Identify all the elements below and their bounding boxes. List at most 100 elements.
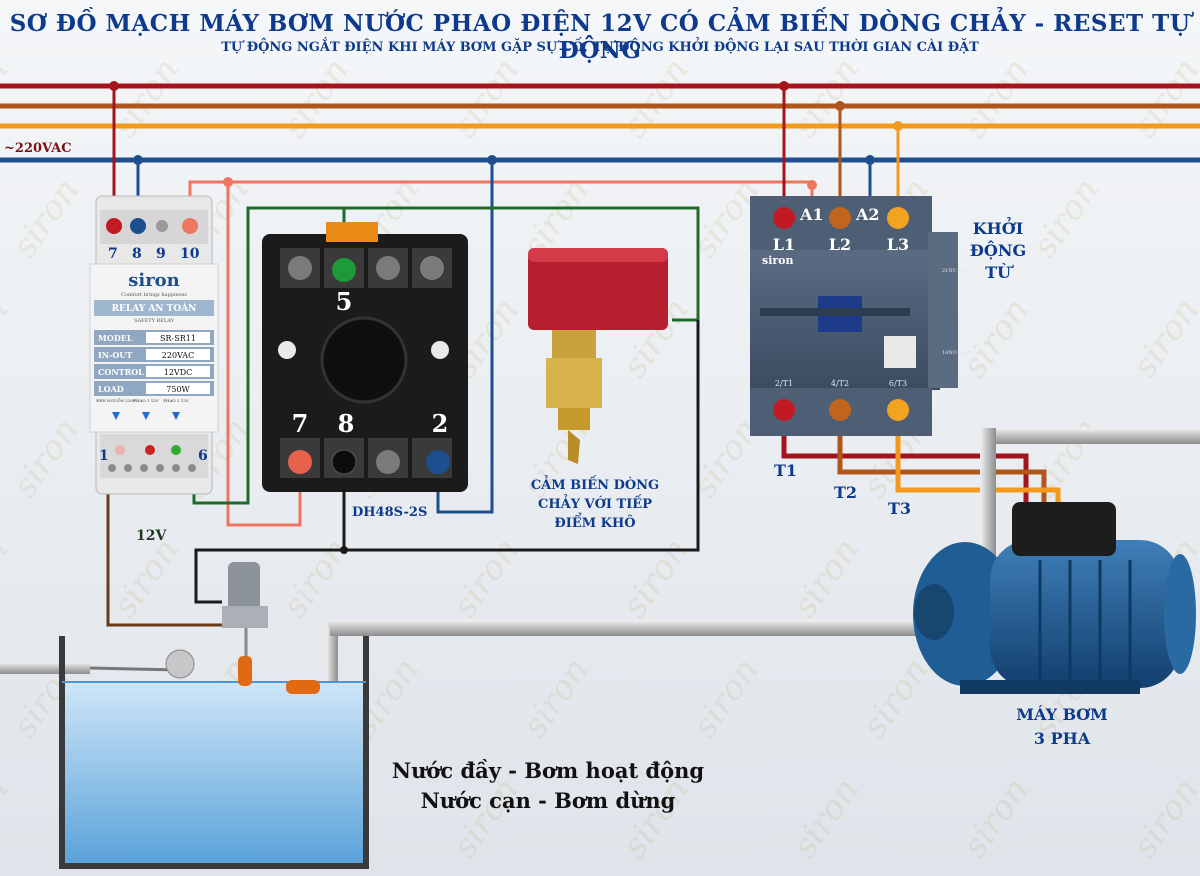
watermark-text: siron [785, 771, 868, 865]
watermark-text: siron [615, 771, 698, 865]
contactor-a2: A2 [855, 205, 880, 224]
watermark-text: siron [1125, 771, 1200, 865]
contactor-aux-top: 21NC 13NO [942, 268, 973, 274]
watermark-text: siron [1125, 51, 1200, 145]
relay-spec-value: 12VDC [164, 368, 193, 377]
watermark-text: siron [1025, 171, 1108, 265]
timer-pin-5: 5 [336, 287, 353, 316]
timer-socket [262, 222, 468, 492]
watermark-text: siron [955, 291, 1038, 385]
watermark-text: siron [5, 171, 88, 265]
arrow-down-icon [172, 412, 180, 420]
arrow-down-icon [142, 412, 150, 420]
tank-caption-1: Nước đầy - Bơm hoạt động [392, 758, 705, 783]
relay-terminal-9: 9 [156, 246, 166, 262]
watermark-text: siron [0, 291, 17, 385]
watermark-text: siron [445, 51, 528, 145]
watermark-text: siron [1195, 651, 1200, 745]
watermark-text: siron [955, 51, 1038, 145]
motor-term-t1: T1 [774, 461, 797, 480]
timer-pin-7: 7 [292, 409, 309, 438]
watermark-text: siron [1195, 171, 1200, 265]
relay-spec-key: LOAD [98, 384, 124, 394]
junction-dots [109, 81, 903, 554]
watermark-text: siron [615, 51, 698, 145]
relay-tagline: Comfort brings happiness [121, 292, 187, 298]
contactor-label-3: TỪ [985, 262, 1014, 282]
watermark-text: siron [0, 531, 17, 625]
power-bus [0, 83, 1200, 163]
relay-terminal-1: 1 [99, 448, 109, 464]
contactor [750, 196, 958, 436]
flow-sensor-label-2: CHẢY VỚI TIẾP [538, 494, 652, 512]
watermark-text: siron [955, 771, 1038, 865]
safety-relay: 7 8 9 10 siron Comfort brings happiness … [89, 195, 219, 495]
contactor-brand: siron [762, 254, 794, 267]
watermark-text: siron [685, 651, 768, 745]
relay-spec-value: SR-SR11 [160, 334, 196, 343]
page-subtitle: TỰ ĐỘNG NGẮT ĐIỆN KHI MÁY BƠM GẶP SỰ CỐ,… [221, 40, 979, 55]
watermark-text: siron [515, 651, 598, 745]
relay-top-terminals [106, 218, 198, 234]
relay-spec-value: 750W [166, 385, 190, 394]
relay-spec-key: MODEL [98, 333, 133, 343]
watermark-text: siron [1125, 291, 1200, 385]
pump-motor [913, 502, 1196, 694]
relay-spec-key: CONTROL [98, 367, 144, 377]
motor-term-t3: T3 [888, 499, 911, 518]
watermark-text: siron [785, 531, 868, 625]
contactor-label-1: KHỞI [973, 215, 1023, 238]
watermark-text: siron [5, 411, 88, 505]
contactor-l3: L3 [887, 235, 909, 254]
arrow-down-icon [112, 412, 120, 420]
relay-indicator-label: PHAO 1 12V [133, 398, 159, 403]
watermark-text: siron [105, 531, 188, 625]
watermark-text: siron [785, 51, 868, 145]
timer-bottom-screws [280, 438, 452, 478]
relay-terminal-8: 8 [132, 246, 142, 262]
contactor-out-t3: 6/T3 [889, 379, 907, 388]
motor-term-t2: T2 [834, 483, 857, 502]
tank-caption-2: Nước cạn - Bơm dừng [421, 788, 676, 813]
contactor-a1: A1 [799, 205, 824, 224]
relay-spec-key: IN-OUT [98, 350, 132, 360]
watermark-text: siron [615, 531, 698, 625]
watermark-text: siron [105, 51, 188, 145]
contactor-aux-bottom: 14NO 22NC [942, 350, 973, 356]
watermark-text: siron [445, 531, 528, 625]
contactor-l1: L1 [773, 235, 795, 254]
watermark-text: siron [445, 771, 528, 865]
contactor-out-t2: 4/T2 [831, 379, 849, 388]
float-switch [89, 562, 320, 694]
timer-pin-2: 2 [432, 409, 449, 438]
pump-label-2: 3 PHA [1034, 729, 1091, 748]
timer-model: DH48S-2S [352, 505, 427, 520]
pump-label-1: MÁY BƠM [1016, 704, 1108, 724]
contactor-l2: L2 [829, 235, 851, 254]
page-title: SƠ ĐỒ MẠCH MÁY BƠM NƯỚC PHAO ĐIỆN 12V CÓ… [9, 10, 1191, 64]
relay-terminal-6: 6 [198, 448, 208, 464]
watermark-text: siron [275, 51, 358, 145]
relay-terminal-7: 7 [108, 246, 118, 262]
timer-top-screws [280, 248, 452, 288]
relay-indicator-label: PHAO 2 12V [163, 398, 189, 403]
timer-pin-8: 8 [338, 409, 355, 438]
watermark-text: siron [1195, 411, 1200, 505]
contactor-out-t1: 2/T1 [775, 379, 793, 388]
relay-terminal-10: 10 [180, 246, 200, 262]
flow-sensor-label-3: ĐIỂM KHÔ [554, 512, 635, 531]
water-tank [59, 636, 369, 869]
relay-brand: siron [128, 270, 180, 291]
watermark-text: siron [855, 651, 938, 745]
relay-name-sub: SAFETY RELAY [134, 318, 175, 324]
watermark-text: siron [0, 51, 17, 145]
flow-sensor [528, 248, 668, 464]
relay-bottom-terminals [108, 464, 196, 472]
relay-voltage-label: 12V [136, 528, 167, 544]
relay-name: RELAY AN TOÀN [112, 302, 197, 314]
supply-label: ~220VAC [4, 141, 72, 156]
relay-spec-value: 220VAC [162, 351, 194, 360]
